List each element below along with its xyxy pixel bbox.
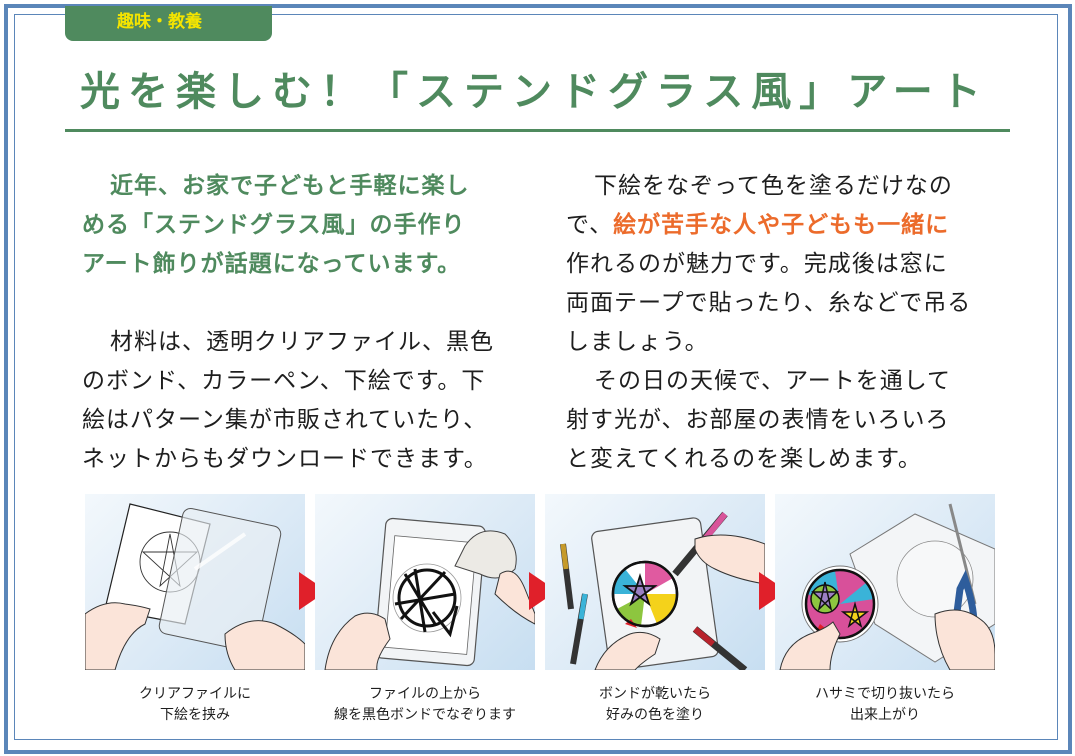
clear-file-sandwich-illustration <box>85 503 305 670</box>
trace-with-bond-illustration <box>324 517 535 670</box>
cut-with-scissors-illustration <box>779 503 995 670</box>
step-3-caption: ボンドが乾いたら 好みの色を塗り <box>599 686 711 723</box>
page-title: 光を楽しむ！「ステンドグラス風」アート <box>80 69 989 115</box>
category-tag: 趣味・教養 <box>65 6 272 41</box>
outer-frame-border <box>4 4 1072 754</box>
step-4-panel <box>775 494 995 670</box>
closing-paragraph: その日の天候で、アートを通して 射す光が、お部屋の表情をいろいろ と変えてくれる… <box>566 368 952 472</box>
color-with-pens-illustration <box>560 511 765 670</box>
step-1-caption: クリアファイルに 下絵を挟み <box>139 686 251 723</box>
step-4-caption: ハサミで切り抜いたら 出来上がり <box>815 686 955 723</box>
process-paragraph: 下絵をなぞって色を塗るだけなの で、絵が苦手な人や子どもも一緒に 作れるのが魅力… <box>566 173 972 355</box>
step-3-panel <box>545 494 765 670</box>
left-column-text: 近年、お家で子どもと手軽に楽し める「ステンドグラス風」の手作り アート飾りが話… <box>82 167 522 479</box>
step-2-panel <box>315 494 535 670</box>
step-1-panel <box>85 494 305 670</box>
steps-illustration-strip <box>85 494 997 672</box>
materials-paragraph: 材料は、透明クリアファイル、黒色 のボンド、カラーペン、下絵です。下 絵はパター… <box>82 329 494 472</box>
intro-paragraph: 近年、お家で子どもと手軽に楽し める「ステンドグラス風」の手作り アート飾りが話… <box>82 173 470 277</box>
highlight-text: 絵が苦手な人や子どもも一緒に <box>613 212 950 238</box>
step-2-caption: ファイルの上から 線を黒色ボンドでなぞります <box>334 686 516 723</box>
title-underline-divider <box>65 129 1010 132</box>
right-column-text: 下絵をなぞって色を塗るだけなの で、絵が苦手な人や子どもも一緒に 作れるのが魅力… <box>566 167 1006 479</box>
